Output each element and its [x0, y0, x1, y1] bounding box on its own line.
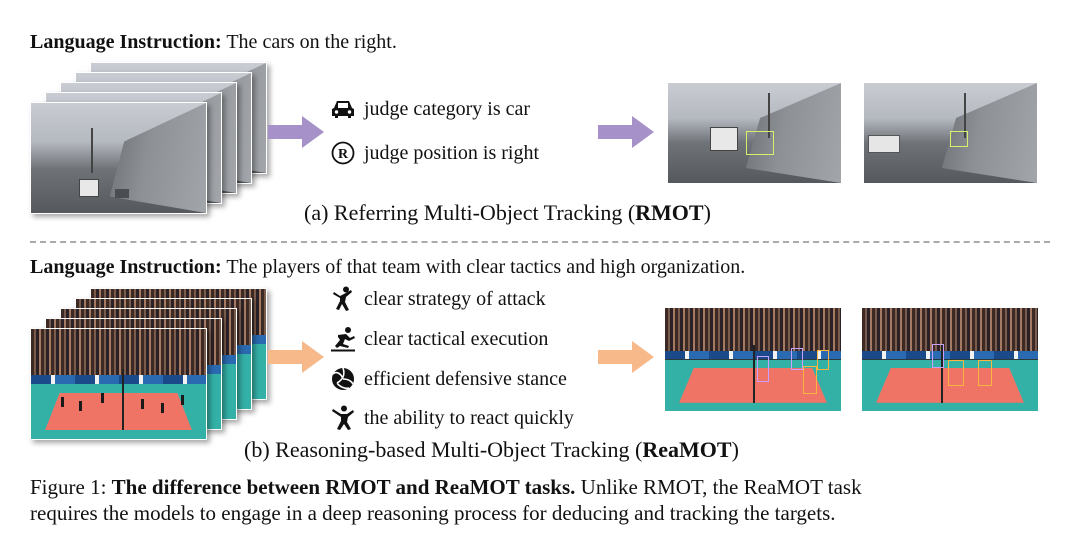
rmot-reason-item: R judge position is right [330, 140, 539, 166]
reamot-reason-item: clear tactical execution [330, 326, 548, 352]
reamot-output-frame-1 [664, 307, 842, 412]
reamot-output-frame-2 [861, 307, 1039, 412]
reamot-caption-prefix: (b) Reasoning-based Multi-Object Trackin… [244, 437, 643, 462]
reamot-reason-text: clear tactical execution [364, 327, 549, 350]
rmot-instruction-text: The cars on the right. [226, 31, 397, 53]
rmot-arrow-2 [598, 116, 654, 148]
tracked-player-box [948, 360, 964, 386]
figure-label: Figure 1: [30, 475, 112, 499]
tracked-car-box [746, 131, 774, 155]
reamot-arrow-1 [268, 341, 324, 373]
reamot-caption-bold: ReaMOT [642, 437, 732, 462]
rmot-front-frame [30, 102, 207, 214]
rmot-reason-text: judge category is car [364, 97, 531, 120]
registered-r-icon: R [330, 140, 356, 166]
section-divider [30, 241, 1050, 243]
tracked-player-box [803, 366, 817, 394]
tracked-player-box [791, 348, 803, 370]
reamot-reason-item: the ability to react quickly [330, 405, 574, 431]
tracked-player-box [757, 356, 769, 382]
rmot-reason-item: judge category is car [330, 96, 530, 122]
rmot-reason-text: judge position is right [364, 141, 539, 164]
reamot-caption-suffix: ) [731, 437, 739, 462]
figure-caption-text-1: Unlike RMOT, the ReaMOT task [575, 475, 862, 499]
rmot-caption: (a) Referring Multi-Object Tracking (RMO… [304, 200, 711, 226]
volleyball-icon [330, 366, 356, 392]
rmot-caption-suffix: ) [703, 200, 711, 225]
attacking-player-icon [330, 286, 356, 312]
rmot-input-frame-stack [30, 62, 270, 214]
rmot-output-frame-2 [863, 82, 1038, 184]
tracked-player-box [817, 350, 829, 370]
rmot-caption-prefix: (a) Referring Multi-Object Tracking ( [304, 200, 636, 225]
rmot-arrow-1 [268, 116, 324, 148]
rmot-caption-bold: RMOT [635, 200, 704, 225]
reamot-reason-item: efficient defensive stance [330, 366, 567, 392]
tracked-player-box [932, 344, 944, 368]
rmot-instruction: Language Instruction: The cars on the ri… [30, 31, 397, 54]
figure-caption-line-2: requires the models to engage in a deep … [30, 501, 836, 526]
reamot-instruction-label: Language Instruction: [30, 256, 222, 278]
reamot-reason-text: the ability to react quickly [364, 406, 574, 429]
reamot-reason-item: clear strategy of attack [330, 286, 546, 312]
sliding-player-icon [330, 326, 356, 352]
reamot-reason-text: efficient defensive stance [364, 367, 567, 390]
tracked-car-box [950, 131, 968, 147]
tracked-player-box [978, 360, 992, 386]
svg-text:R: R [338, 147, 349, 162]
reamot-reason-text: clear strategy of attack [364, 287, 546, 310]
figure-caption-text-2: requires the models to engage in a deep … [30, 501, 836, 525]
figure-caption-line-1: Figure 1: The difference between RMOT an… [30, 475, 862, 500]
reamot-instruction-text: The players of that team with clear tact… [226, 256, 746, 278]
reamot-caption: (b) Reasoning-based Multi-Object Trackin… [244, 437, 739, 463]
reacting-player-icon [330, 405, 356, 431]
reamot-instruction: Language Instruction: The players of tha… [30, 256, 745, 279]
rmot-output-frame-1 [667, 82, 842, 184]
car-icon [330, 96, 356, 122]
reamot-input-frame-stack [30, 288, 270, 440]
reamot-arrow-2 [598, 341, 654, 373]
figure-caption-bold: The difference between RMOT and ReaMOT t… [111, 475, 576, 499]
reamot-front-frame [30, 328, 207, 440]
rmot-instruction-label: Language Instruction: [30, 31, 222, 53]
